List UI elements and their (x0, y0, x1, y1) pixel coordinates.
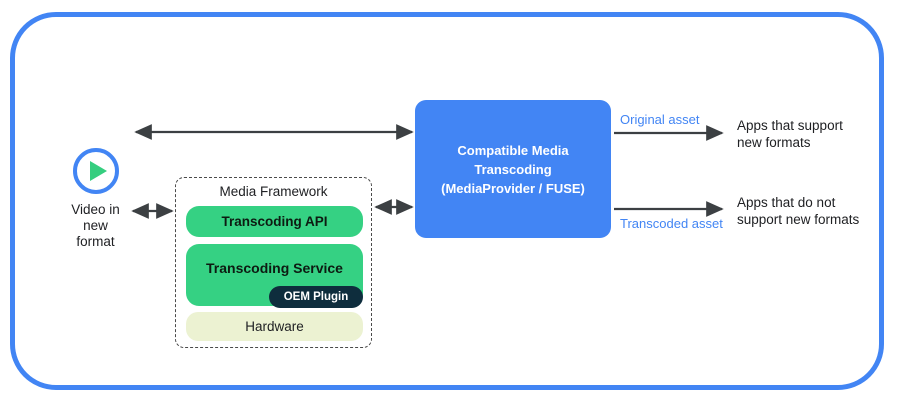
transcoding-api-box[interactable]: Transcoding API (186, 206, 363, 237)
video-source-node: Video in new format (48, 148, 143, 250)
transcoded-asset-label: Transcoded asset (620, 216, 723, 231)
video-source-label: Video in new format (71, 202, 120, 249)
media-framework-container: Media Framework Transcoding API Transcod… (175, 177, 372, 348)
oem-plugin-badge[interactable]: OEM Plugin (269, 286, 363, 308)
compatible-media-transcoding-box[interactable]: Compatible Media Transcoding (MediaProvi… (415, 100, 611, 238)
outer-frame-border (10, 12, 884, 390)
apps-no-support-new-formats-label: Apps that do not support new formats (737, 195, 860, 227)
apps-support-new-formats-label: Apps that support new formats (737, 118, 843, 150)
media-framework-title: Media Framework (219, 184, 328, 199)
original-asset-label: Original asset (620, 112, 700, 127)
play-circle-icon (72, 148, 119, 194)
play-triangle-icon (90, 161, 107, 181)
hardware-box[interactable]: Hardware (186, 312, 363, 341)
